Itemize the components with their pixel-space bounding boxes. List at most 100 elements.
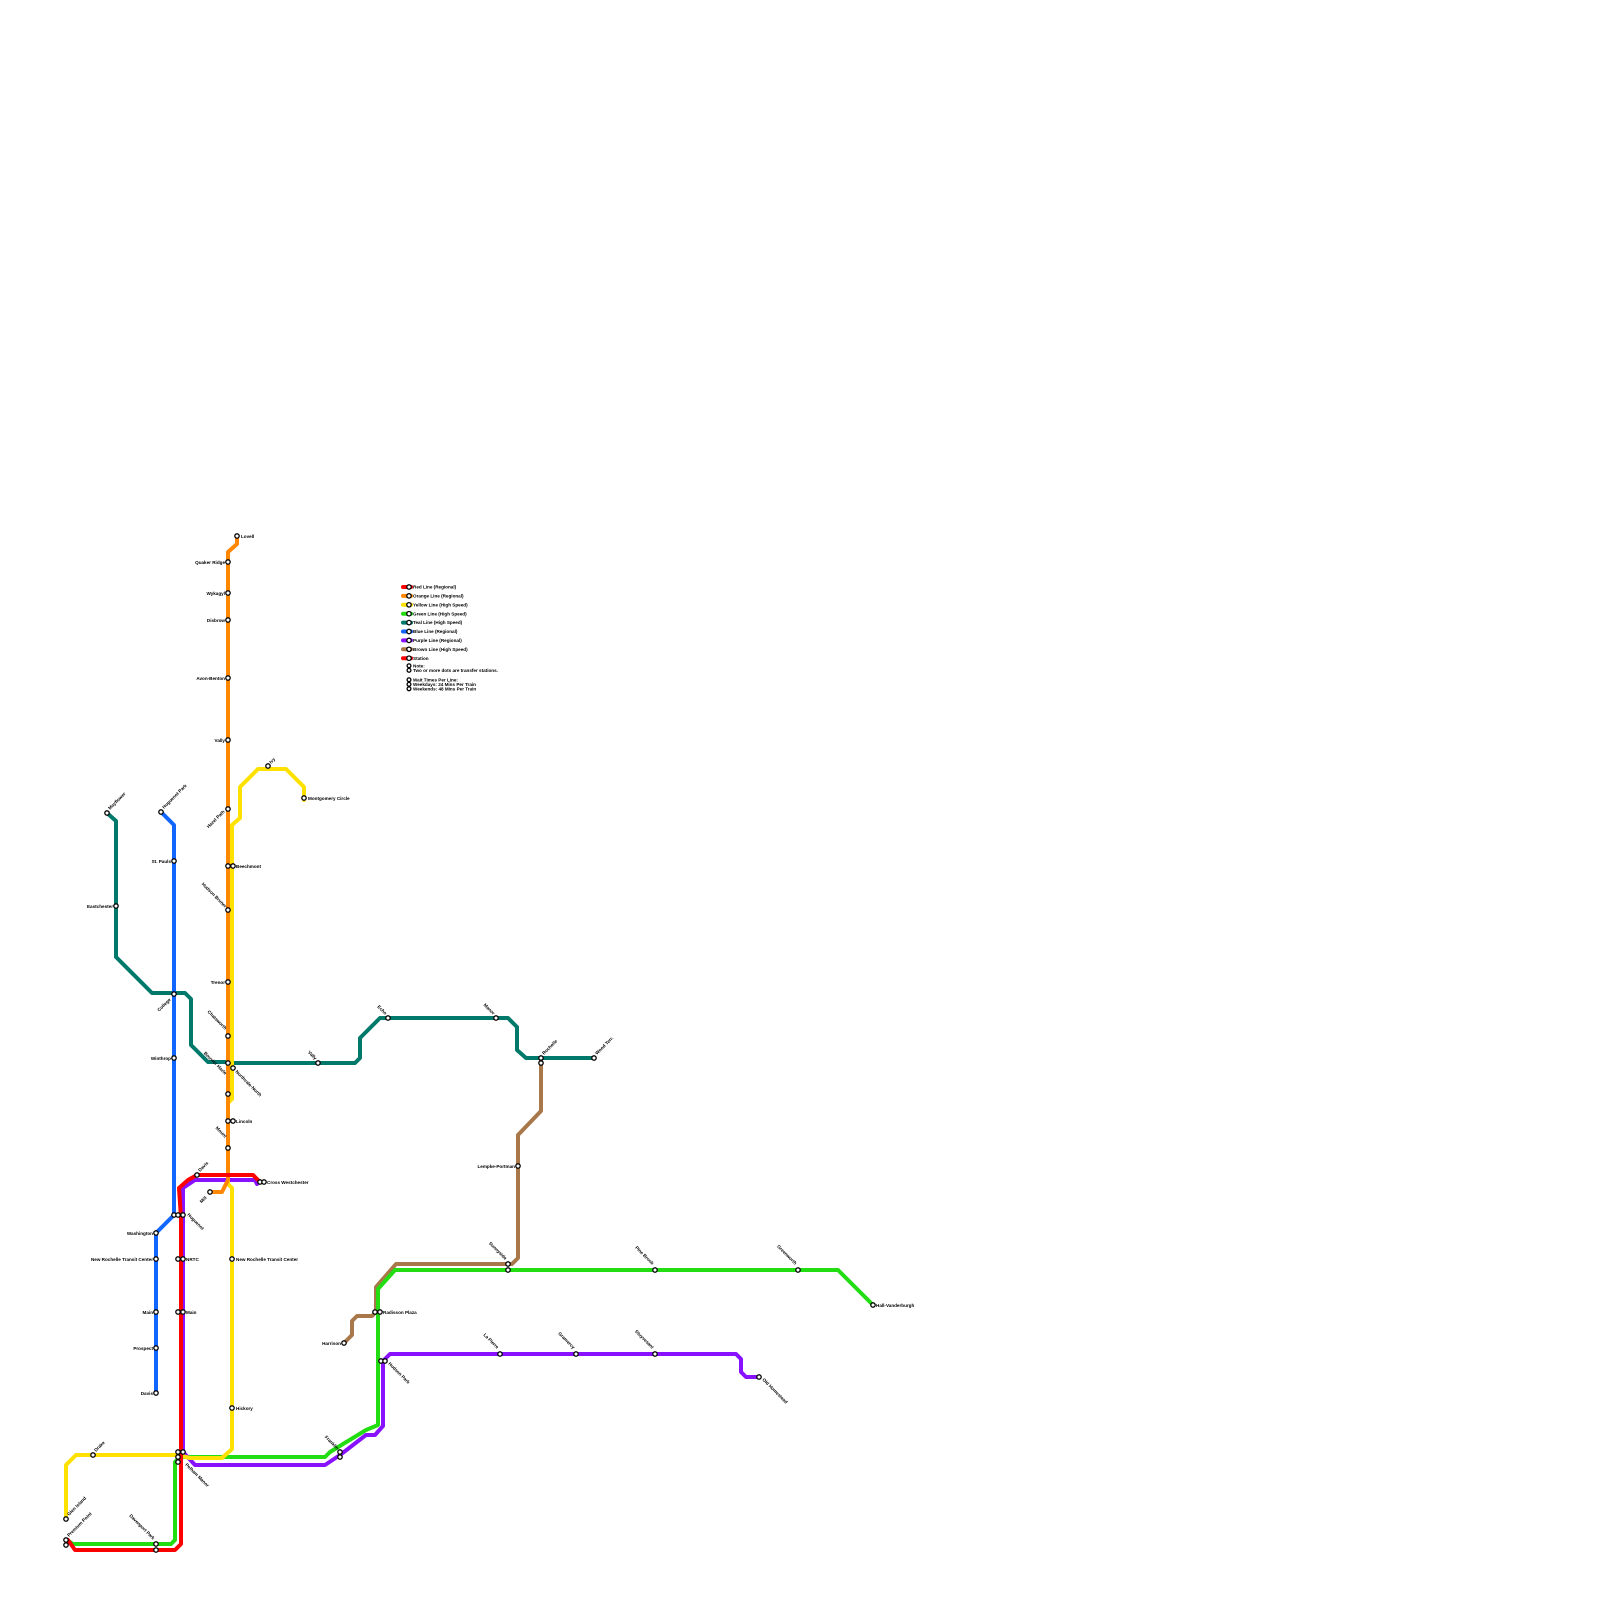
station-dot[interactable] — [229, 1405, 235, 1411]
station-davis[interactable]: Davis — [141, 1390, 159, 1396]
station-dot[interactable] — [225, 1118, 231, 1124]
station-dot[interactable] — [171, 858, 177, 864]
station-dot[interactable] — [225, 1091, 231, 1097]
station-eastchester[interactable]: Eastchester — [87, 903, 119, 909]
station-dot[interactable] — [261, 1179, 267, 1185]
station-dot[interactable] — [180, 1256, 186, 1262]
station-dot[interactable] — [63, 1542, 69, 1548]
station-dot[interactable] — [493, 1015, 499, 1021]
station-dot[interactable] — [515, 1163, 521, 1169]
station-dot[interactable] — [652, 1351, 658, 1357]
station-lempke-portman[interactable]: Lempke-Portman — [477, 1163, 521, 1169]
station-dot[interactable] — [175, 1459, 181, 1465]
station-dot[interactable] — [158, 809, 164, 815]
station-dot[interactable] — [225, 559, 231, 565]
station-dot[interactable] — [175, 1449, 181, 1455]
station-dot[interactable] — [104, 810, 110, 816]
station-dot[interactable] — [225, 979, 231, 985]
station-winthrop[interactable]: Winthrop — [151, 1055, 177, 1061]
station-mayflower[interactable]: Mayflower — [104, 791, 127, 816]
station-dot[interactable] — [225, 590, 231, 596]
station-hudson-bruner[interactable]: Hudson Bruner — [201, 882, 231, 913]
station-nrtc[interactable]: NRTC — [175, 1256, 200, 1262]
station-dot[interactable] — [175, 1212, 181, 1218]
station-radisson-plaza[interactable]: Radisson Plaza — [372, 1309, 417, 1315]
station-mill[interactable]: Mill — [199, 1189, 213, 1204]
station-dot[interactable] — [229, 1256, 235, 1262]
station-dot[interactable] — [153, 1256, 159, 1262]
station-lincoln[interactable]: Lincoln — [225, 1118, 253, 1124]
station-main[interactable]: Main — [143, 1309, 159, 1315]
station-dot[interactable] — [175, 1309, 181, 1315]
station-dot[interactable] — [795, 1267, 801, 1273]
station-dot[interactable] — [153, 1547, 159, 1553]
station-dot[interactable] — [153, 1230, 159, 1236]
station-vally[interactable]: Vally — [215, 737, 231, 743]
station-wykagyl[interactable]: Wykagyl — [206, 590, 231, 596]
station-greenworth[interactable]: Greenworth — [776, 1244, 801, 1273]
station-dot[interactable] — [497, 1351, 503, 1357]
station-hall-vanderburgh[interactable]: Hall-Vanderburgh — [870, 1302, 915, 1308]
station-dot[interactable] — [171, 1055, 177, 1061]
station-dot[interactable] — [194, 1172, 200, 1178]
station-dot[interactable] — [113, 903, 119, 909]
station-dot[interactable] — [171, 991, 177, 997]
station-beechmont[interactable]: Beechmont — [225, 863, 262, 869]
station-dot[interactable] — [153, 1309, 159, 1315]
station-main[interactable]: Main — [175, 1309, 197, 1315]
station-rochelle[interactable]: Rochelle — [538, 1038, 559, 1066]
station-dot[interactable] — [175, 1256, 181, 1262]
station-huguenot-park[interactable]: Huguenot Park — [158, 783, 188, 815]
station-wood-terr[interactable]: Wood Terr. — [591, 1035, 615, 1061]
station-dot[interactable] — [230, 1118, 236, 1124]
station-dot[interactable] — [341, 1340, 347, 1346]
station-dot[interactable] — [315, 1060, 321, 1066]
station-dot[interactable] — [225, 863, 231, 869]
station-dot[interactable] — [337, 1454, 343, 1460]
station-ivy[interactable]: Ivy — [265, 756, 277, 769]
station-washington[interactable]: Washington — [127, 1230, 159, 1236]
station-dot[interactable] — [505, 1261, 511, 1267]
station-hickory[interactable]: Hickory — [229, 1405, 253, 1411]
station-huguenot[interactable]: Huguenot — [171, 1212, 206, 1231]
station-dot[interactable] — [225, 907, 231, 913]
station-dot[interactable] — [301, 795, 307, 801]
station-sunnyside[interactable]: Sunnyside — [488, 1241, 511, 1273]
station-new-rochelle-transit-center[interactable]: New Rochelle Transit Center — [229, 1256, 298, 1262]
station-dot[interactable] — [538, 1060, 544, 1066]
station-disbrow[interactable]: Disbrow — [207, 617, 231, 623]
station-dot[interactable] — [225, 737, 231, 743]
station-lovell[interactable]: Lovell — [234, 533, 254, 539]
station-dot[interactable] — [230, 1065, 236, 1071]
station-dot[interactable] — [573, 1351, 579, 1357]
station-quaker-ridge[interactable]: Quaker Ridge — [195, 559, 231, 565]
station-davenport-park[interactable]: Davenport Park — [128, 1513, 159, 1553]
station-dot[interactable] — [756, 1374, 762, 1380]
station-prospect[interactable]: Prospect — [133, 1345, 159, 1351]
station-dot[interactable] — [870, 1302, 876, 1308]
station-dot[interactable] — [175, 1454, 181, 1460]
station-dot[interactable] — [90, 1452, 96, 1458]
station-dot[interactable] — [505, 1267, 511, 1273]
station-old-homestead[interactable]: Old Homestead — [756, 1374, 789, 1405]
station-cross-westchester[interactable]: Cross Westchester — [257, 1179, 309, 1185]
station-harrison[interactable]: Harrison — [322, 1340, 347, 1346]
station-st-pauls[interactable]: St. Pauls — [152, 858, 177, 864]
station-dot[interactable] — [63, 1537, 69, 1543]
station-new-rochelle-transit-center[interactable]: New Rochelle Transit Center — [91, 1256, 159, 1262]
station-dot[interactable] — [382, 1358, 388, 1364]
station-dot[interactable] — [225, 806, 231, 812]
station-dot[interactable] — [225, 1033, 231, 1039]
station-montgomery-circle[interactable]: Montgomery Circle — [301, 795, 350, 801]
station-dot[interactable] — [63, 1516, 69, 1522]
station-dot[interactable] — [591, 1055, 597, 1061]
station-dot[interactable] — [180, 1309, 186, 1315]
station-dot[interactable] — [377, 1309, 383, 1315]
station-dot[interactable] — [385, 1015, 391, 1021]
station-dot[interactable] — [225, 617, 231, 623]
station-dot[interactable] — [153, 1345, 159, 1351]
station-dot[interactable] — [180, 1449, 186, 1455]
station-dot[interactable] — [207, 1189, 213, 1195]
station-dot[interactable] — [230, 863, 236, 869]
station-dot[interactable] — [372, 1309, 378, 1315]
